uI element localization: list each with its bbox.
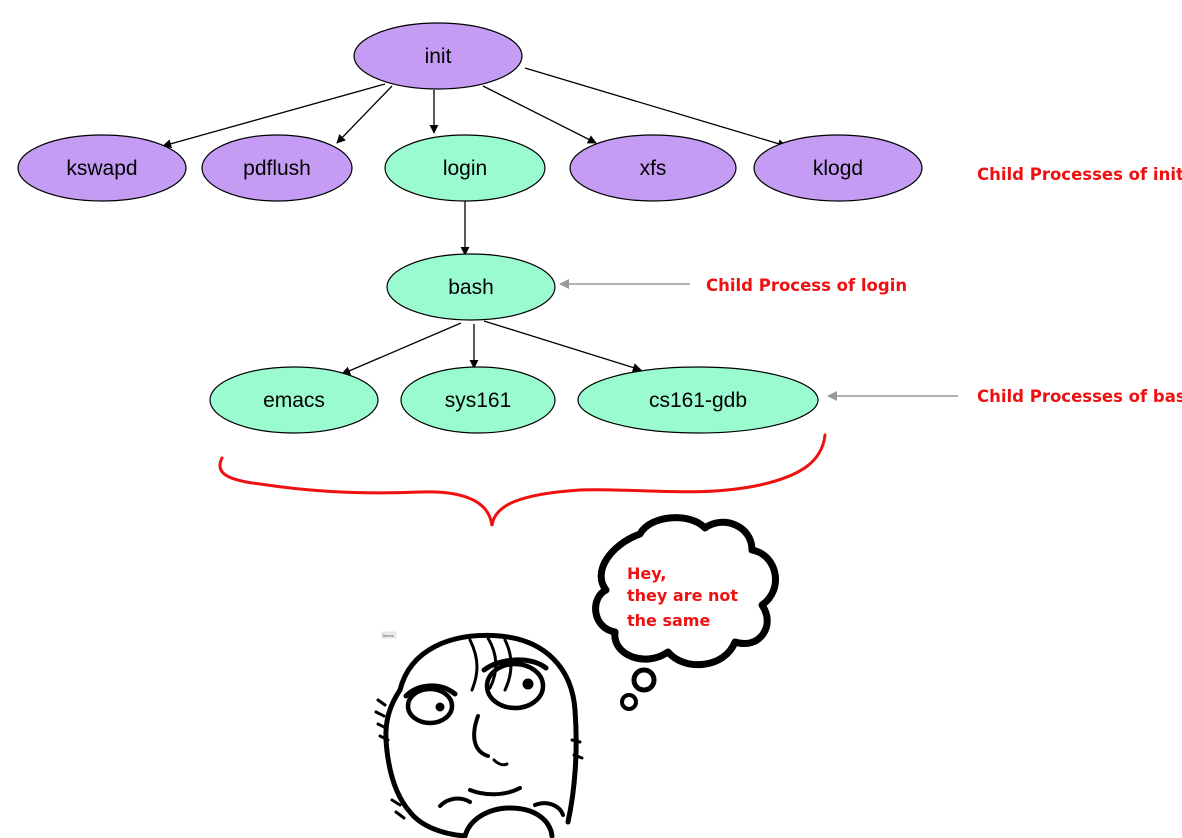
bubble-line-2: they are not xyxy=(627,586,738,605)
node-cs161-gdb-label: cs161-gdb xyxy=(649,389,747,412)
node-klogd-label: klogd xyxy=(813,157,863,180)
tiny-label-box xyxy=(381,631,397,639)
node-sys161: sys161 xyxy=(400,366,556,434)
node-cs161-gdb-ellipse xyxy=(577,366,819,434)
node-klogd: klogd xyxy=(753,134,923,202)
thinking-face-drawing xyxy=(374,632,584,838)
node-xfs: xfs xyxy=(569,134,737,202)
edge-init-to-klogd xyxy=(524,67,787,148)
curly-brace xyxy=(218,433,827,527)
node-bash: bash xyxy=(386,253,556,321)
node-kswapd-ellipse xyxy=(17,134,187,202)
node-kswapd: kswapd xyxy=(17,134,187,202)
bubble-line-3: the same xyxy=(627,611,710,630)
node-cs161-gdb: cs161-gdb xyxy=(577,366,819,434)
node-login: login xyxy=(384,134,546,202)
node-bash-ellipse xyxy=(386,253,556,321)
tiny-label: Meme xyxy=(383,633,395,638)
node-sys161-label: sys161 xyxy=(445,389,512,412)
edge-bash-to-emacs xyxy=(341,322,462,375)
node-klogd-ellipse xyxy=(753,134,923,202)
node-xfs-ellipse xyxy=(569,134,737,202)
node-emacs-ellipse xyxy=(209,366,379,434)
node-init-ellipse xyxy=(353,22,523,90)
node-init: init xyxy=(353,22,523,90)
node-login-ellipse xyxy=(384,134,546,202)
bubble-line-1: Hey, xyxy=(627,564,667,583)
node-emacs-label: emacs xyxy=(263,389,325,412)
node-init-label: init xyxy=(425,45,452,68)
annotation-login-child: Child Process of login xyxy=(706,276,907,295)
node-xfs-label: xfs xyxy=(640,157,667,180)
node-pdflush-ellipse xyxy=(201,134,353,202)
edge-init-to-xfs xyxy=(482,85,597,144)
edge-init-to-kswapd xyxy=(162,83,386,149)
node-kswapd-label: kswapd xyxy=(66,157,137,180)
node-emacs: emacs xyxy=(209,366,379,434)
tree-edges xyxy=(162,67,787,375)
node-pdflush-label: pdflush xyxy=(243,157,311,180)
annotation-bash-children: Child Processes of bash xyxy=(977,387,1182,406)
edge-bash-to-cs161-gdb xyxy=(483,320,642,372)
node-bash-label: bash xyxy=(448,276,494,299)
node-sys161-ellipse xyxy=(400,366,556,434)
annotation-init-children: Child Processes of init xyxy=(977,165,1182,184)
node-login-label: login xyxy=(443,157,487,180)
node-pdflush: pdflush xyxy=(201,134,353,202)
thought-bubble: Hey, they are not the same xyxy=(592,514,779,711)
edge-init-to-pdflush xyxy=(336,85,393,144)
tree-nodes: init kswapd pdflush login xfs klogd bash emacs s… xyxy=(17,22,923,434)
